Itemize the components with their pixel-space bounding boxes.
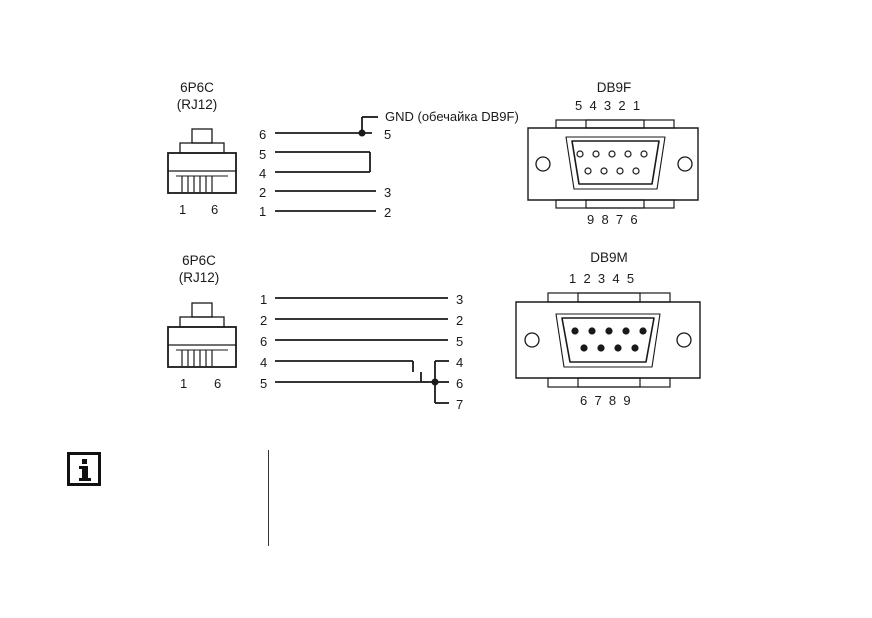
top-left-pin-5: 5: [259, 147, 267, 162]
bottom-left-pin-2: 2: [260, 313, 268, 328]
db9m-pins-bottom: 6 7 8 9: [580, 393, 631, 408]
db9f-name: DB9F: [596, 80, 632, 95]
note-divider: [268, 450, 269, 546]
bottom-right-pin-7: 7: [456, 397, 464, 412]
junction-dot-bottom: [431, 378, 439, 386]
rj12-top-name: 6P6C: [180, 80, 214, 95]
bottom-right-pin-2: 2: [456, 313, 464, 328]
top-left-pin-4: 4: [259, 166, 267, 181]
rj12-top-pin-1: 1: [179, 202, 187, 217]
top-right-pin-5: 5: [384, 127, 392, 142]
rj12-top-alt: (RJ12): [176, 97, 218, 112]
bottom-left-pin-5: 5: [260, 376, 268, 391]
top-left-pin-6: 6: [259, 127, 267, 142]
bottom-right-pin-5: 5: [456, 334, 464, 349]
db9f-connector: [527, 119, 699, 209]
db9f-pins-top: 5 4 3 2 1: [575, 98, 641, 113]
top-wiring: [275, 116, 378, 212]
bottom-wiring: [275, 297, 449, 404]
top-right-pin-2: 2: [384, 205, 392, 220]
rj12-connector-top: [167, 128, 237, 194]
rj12-bottom-name: 6P6C: [182, 253, 216, 268]
rj12-connector-bottom: [167, 302, 237, 368]
bottom-left-pin-1: 1: [260, 292, 268, 307]
rj12-bottom-pin-6: 6: [214, 376, 222, 391]
top-left-pin-2: 2: [259, 185, 267, 200]
gnd-label: GND (обечайка DB9F): [385, 109, 519, 124]
db9m-name: DB9M: [590, 250, 628, 265]
rj12-bottom-alt: (RJ12): [178, 270, 220, 285]
junction-dot-top: [358, 129, 366, 137]
bottom-right-pin-6: 6: [456, 376, 464, 391]
bottom-left-pin-4: 4: [260, 355, 268, 370]
info-icon: [67, 452, 101, 486]
top-right-pin-3: 3: [384, 185, 392, 200]
top-left-pin-1: 1: [259, 204, 267, 219]
bottom-left-pin-6: 6: [260, 334, 268, 349]
bottom-right-pin-4: 4: [456, 355, 464, 370]
rj12-bottom-pin-1: 1: [180, 376, 188, 391]
bottom-right-pin-3: 3: [456, 292, 464, 307]
db9m-pins-top: 1 2 3 4 5: [569, 271, 635, 286]
rj12-top-pin-6: 6: [211, 202, 219, 217]
db9m-connector: [515, 292, 701, 388]
db9f-pins-bottom: 9 8 7 6: [587, 212, 638, 227]
